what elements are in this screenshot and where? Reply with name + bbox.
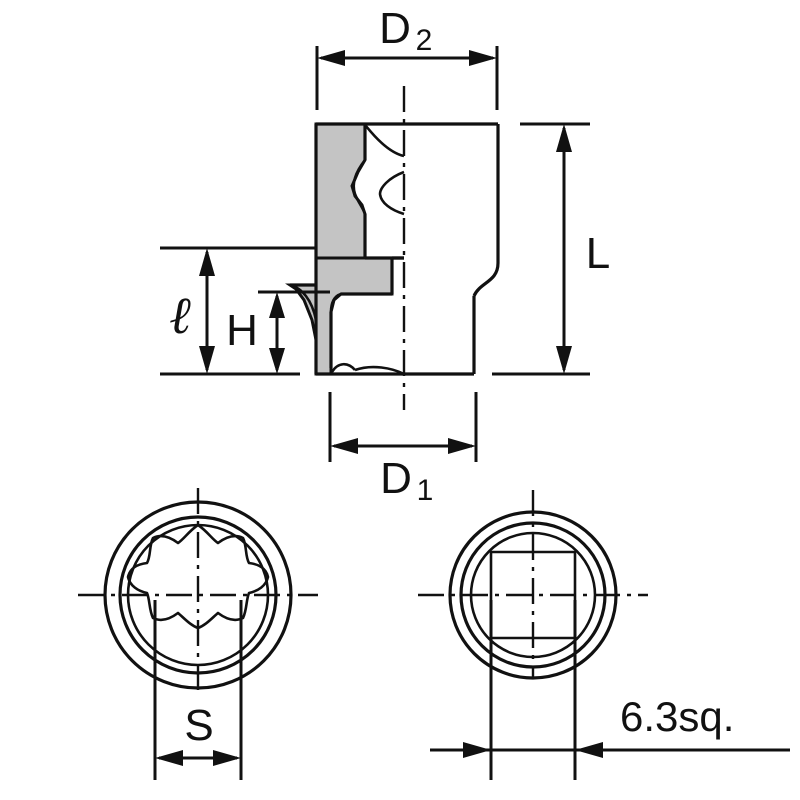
dimension-length: L xyxy=(492,122,610,376)
h-arrow-bottom xyxy=(269,348,285,374)
dimension-depth: ℓ xyxy=(160,246,316,376)
body-right-fillet xyxy=(472,262,500,297)
d1-subscript: 1 xyxy=(417,474,434,507)
dimension-d2: D 2 xyxy=(315,4,499,110)
d2-subscript: 2 xyxy=(416,24,433,57)
d2-arrow-right xyxy=(469,50,497,66)
depth-label: ℓ xyxy=(169,288,191,345)
s-label: S xyxy=(184,701,213,750)
depth-arrow-top xyxy=(199,248,215,276)
d2-arrow-left xyxy=(317,50,345,66)
s-arrow-right xyxy=(213,750,241,766)
bore-flute-notch xyxy=(352,159,367,215)
dimension-drive-depth: H xyxy=(226,290,330,374)
h-label: H xyxy=(226,306,258,355)
drive-pocket-fillet xyxy=(329,292,342,313)
l-label: L xyxy=(586,229,610,278)
depth-arrow-bottom xyxy=(199,346,215,374)
dimension-d1: D 1 xyxy=(328,392,478,507)
bore-chamfer-arc xyxy=(364,125,405,158)
h-arrow-top xyxy=(269,292,285,318)
l-arrow-bottom xyxy=(556,346,572,374)
l-arrow-top xyxy=(556,124,572,152)
d1-arrow-right xyxy=(448,438,476,454)
section-hatch-lower xyxy=(285,256,394,376)
d2-label: D xyxy=(379,4,411,53)
section-hatch-upper xyxy=(314,122,367,260)
drive-arrow-left xyxy=(463,742,491,758)
twelve-point-end-view: S xyxy=(78,488,318,780)
drive-arrow-right xyxy=(575,742,603,758)
bottom-chamfer-arc-left xyxy=(330,362,356,373)
drive-size-label: 6.3sq. xyxy=(620,693,734,740)
bore-flute-arc xyxy=(378,170,405,216)
main-sectional-elevation xyxy=(285,86,500,410)
bottom-chamfer-arc-right xyxy=(354,365,405,376)
d1-arrow-left xyxy=(330,438,358,454)
s-arrow-left xyxy=(155,750,183,766)
d1-label: D xyxy=(380,454,412,503)
square-drive-end-view: 6.3sq. xyxy=(418,490,790,780)
